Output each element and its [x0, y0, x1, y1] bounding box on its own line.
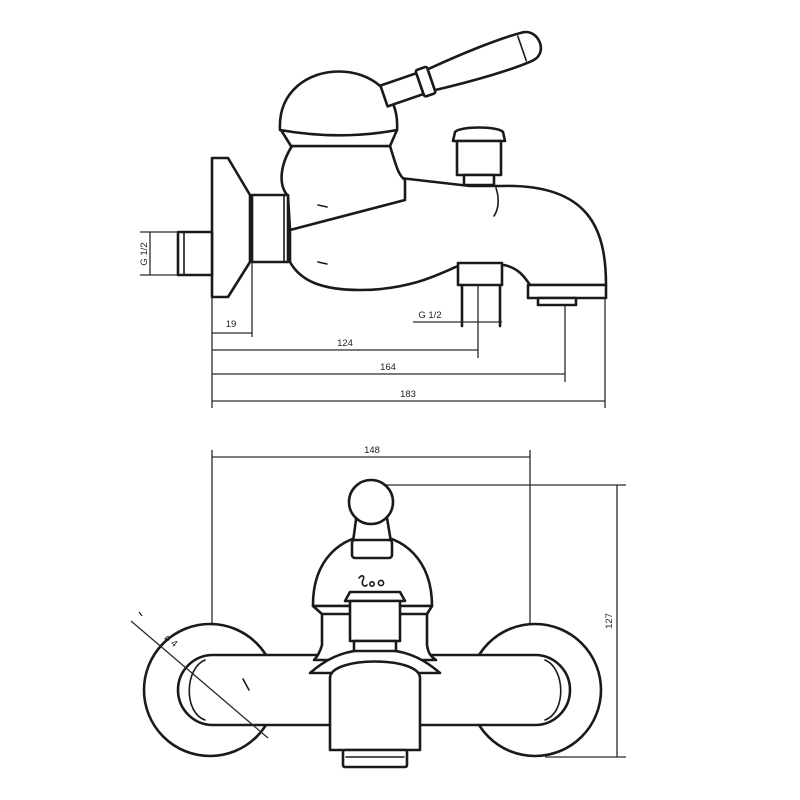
flange-depth-label: 19: [226, 319, 237, 330]
diverter-knob: [451, 126, 507, 187]
wall-flange: [210, 156, 252, 299]
hot-cold-indicator-icon: [358, 575, 385, 587]
bottom-inlet: [456, 261, 504, 328]
aerator-outlet: [526, 283, 608, 307]
diverter-knob-front: [343, 590, 407, 653]
inlet-pipe: [176, 230, 214, 277]
outlet-thread-label: G 1/2: [418, 310, 441, 321]
cartridge-dome: [278, 70, 399, 137]
overall-length-label: 183: [400, 389, 416, 400]
side-view: G 1/2 19 G 1/2 124 164 183: [139, 30, 608, 408]
inlet-thread-label: G 1/2: [139, 242, 150, 265]
front-view: 148 127: [130, 445, 626, 769]
lever-handle: [379, 30, 543, 108]
front-dimensions: 148 127: [211, 445, 626, 758]
body-connector: [250, 193, 290, 264]
overall-width-label: 148: [364, 445, 380, 456]
length-to-outlet-label: 164: [380, 362, 396, 373]
length-to-inlet-label: 124: [337, 338, 353, 349]
mixer-body: [280, 144, 407, 265]
lever-handle-front: [347, 478, 395, 560]
side-dimensions: G 1/2 19 G 1/2 124 164 183: [139, 231, 606, 408]
overall-height-label: 127: [604, 613, 615, 629]
spout-front: [328, 660, 422, 769]
